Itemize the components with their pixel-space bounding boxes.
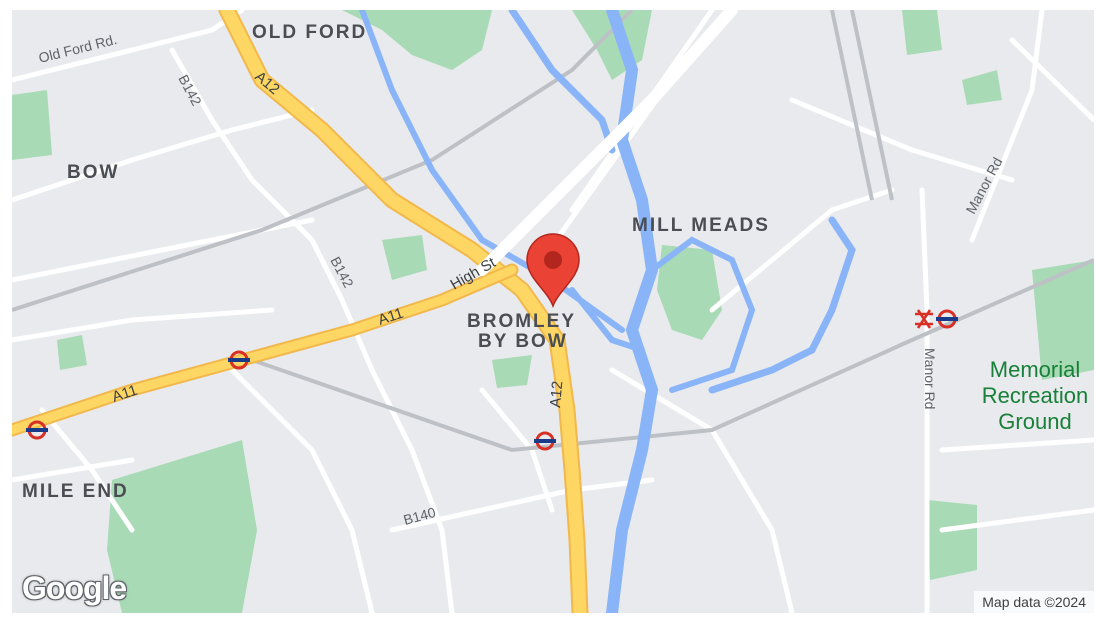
underground-roundel-icon[interactable]: [534, 431, 556, 451]
park-small-1: [382, 235, 427, 280]
map-canvas[interactable]: OLD FORD BOW MILL MEADS BROMLEY BY BOW M…: [12, 10, 1094, 613]
park-bow: [12, 90, 52, 160]
underground-stations[interactable]: [26, 309, 958, 451]
underground-roundel-icon[interactable]: [936, 309, 958, 329]
underground-roundel-icon[interactable]: [26, 420, 48, 440]
motorway: [476, 10, 738, 276]
area-label-mile-end: MILE END: [22, 481, 129, 502]
area-label-bromley-line1: BROMLEY: [467, 311, 576, 332]
park-label-line3: Ground: [998, 409, 1071, 434]
underground-roundel-icon[interactable]: [228, 350, 250, 370]
road-label-manor-rd-south: Manor Rd: [922, 348, 938, 409]
area-label-bromley-line2: BY BOW: [478, 331, 568, 352]
park-old-ford: [342, 10, 492, 70]
area-label-bow: BOW: [67, 162, 119, 183]
park-mile-end: [107, 440, 257, 613]
park-east: [927, 500, 977, 580]
park-mill-meads: [657, 245, 722, 340]
park-small-2: [57, 335, 87, 370]
map-tiles[interactable]: OLD FORD BOW MILL MEADS BROMLEY BY BOW M…: [12, 10, 1094, 613]
major-roads: [12, 10, 589, 613]
area-label-old-ford: OLD FORD: [252, 22, 367, 43]
google-logo: Google: [22, 570, 127, 606]
map-pin-icon[interactable]: [526, 233, 580, 309]
railways: [12, 10, 1094, 453]
road-label-a12-south: A12: [547, 380, 566, 408]
park-label-line1: Memorial: [990, 357, 1080, 382]
national-rail-icon[interactable]: [915, 309, 933, 329]
park-memorial: [1032, 260, 1094, 380]
area-label-mill-meads: MILL MEADS: [632, 215, 770, 236]
map-attribution[interactable]: Map data ©2024: [974, 591, 1094, 613]
park-small-3: [962, 70, 1002, 105]
park-label-line2: Recreation: [982, 383, 1088, 408]
park-small-5: [492, 355, 532, 388]
park-small-4: [902, 10, 942, 55]
